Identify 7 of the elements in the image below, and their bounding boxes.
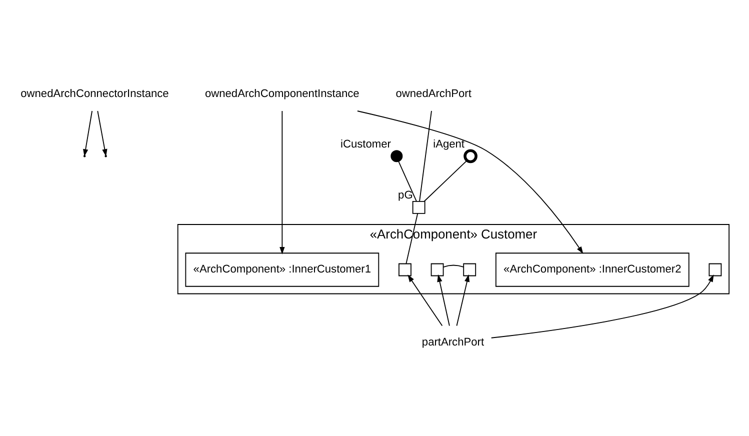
node-text: ownedArchConnectorInstance [20,88,169,100]
node-text: partArchPort [422,336,484,348]
node-text: ownedArchComponentInstance [204,88,360,100]
node-text: ownedArchPort [396,88,472,100]
node-label: iAgent [433,138,465,150]
node-label: pG [398,188,413,201]
node-label: iCustomer [340,138,391,150]
